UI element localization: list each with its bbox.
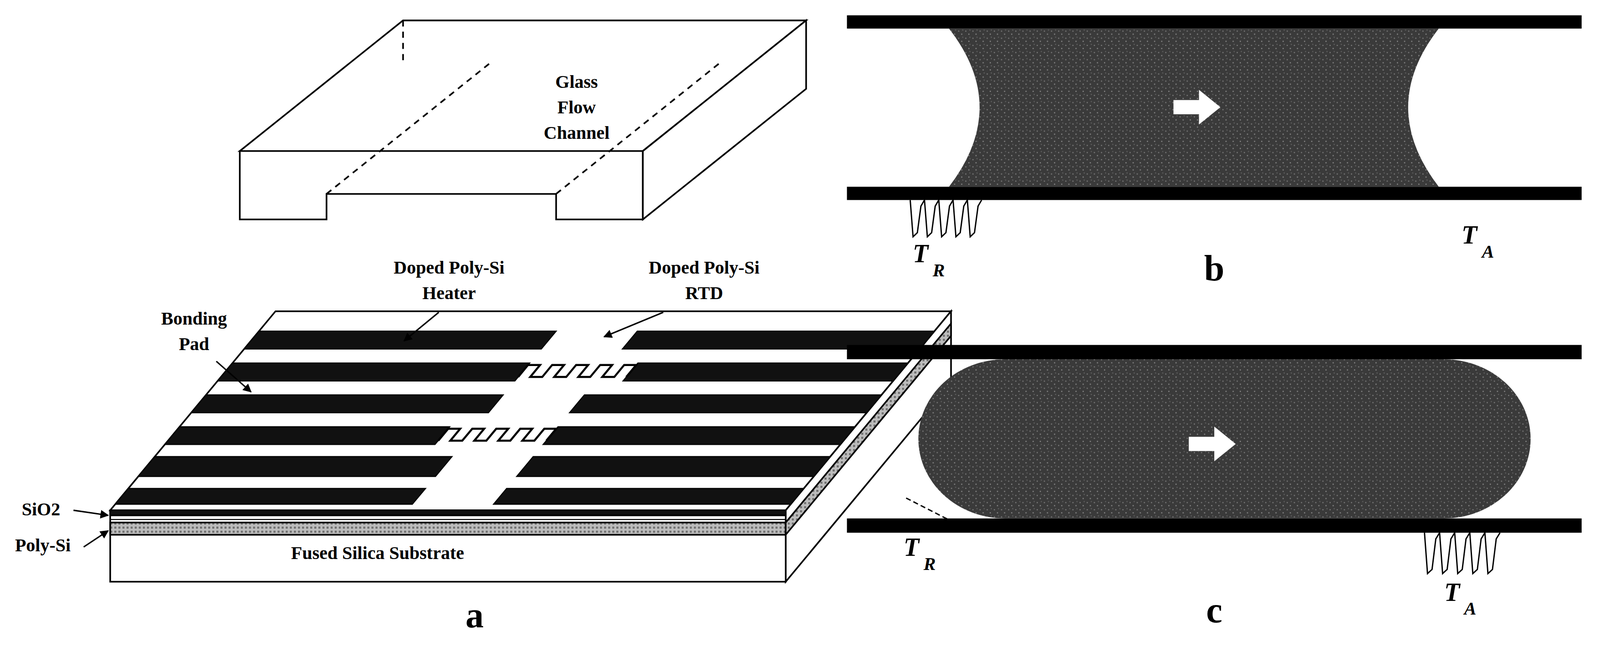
part-label: Doped Poly-Si Heater — [373, 255, 525, 307]
channel-b — [847, 15, 1582, 237]
lead-stripe — [115, 488, 426, 505]
lead-stripe — [217, 362, 530, 381]
layer-label: Poly-Si — [4, 532, 82, 559]
lead-stripe — [138, 456, 453, 477]
lead-stripe — [569, 394, 882, 413]
lead-stripe — [191, 394, 504, 413]
temperature-subscript: A — [1461, 599, 1480, 619]
temperature-subscript: R — [929, 261, 948, 280]
panel-letter: b — [1193, 242, 1235, 294]
temperature-symbol: T — [899, 534, 923, 561]
glass-channel — [240, 20, 807, 220]
temperature-symbol: T — [1457, 222, 1481, 248]
part-label: Bonding Pad — [148, 306, 240, 358]
channel-c — [847, 345, 1582, 574]
lead-stripe — [244, 331, 557, 349]
chip-substrate — [110, 311, 951, 583]
lead-stripe — [542, 426, 855, 445]
leader-lines — [73, 312, 664, 548]
layer-label: SiO2 — [9, 496, 73, 523]
panel-letter: a — [454, 589, 496, 641]
serpentine-element — [438, 429, 557, 441]
serpentine-element — [518, 365, 637, 378]
lead-stripe — [623, 362, 909, 381]
part-label: Doped Poly-Si RTD — [628, 255, 780, 307]
temperature-symbol: T — [909, 240, 932, 267]
channel-label: Glass Flow Channel — [535, 69, 618, 146]
lead-stripe — [493, 488, 804, 505]
temperature-subscript: A — [1478, 242, 1498, 261]
layer-label: Fused Silica Substrate — [218, 540, 537, 567]
lead-stripe — [516, 456, 831, 477]
temperature-subscript: R — [920, 555, 939, 574]
temperature-symbol: T — [1440, 579, 1464, 606]
metal-leads — [115, 331, 935, 505]
lead-stripe — [164, 426, 450, 445]
panel-letter: c — [1193, 584, 1235, 636]
